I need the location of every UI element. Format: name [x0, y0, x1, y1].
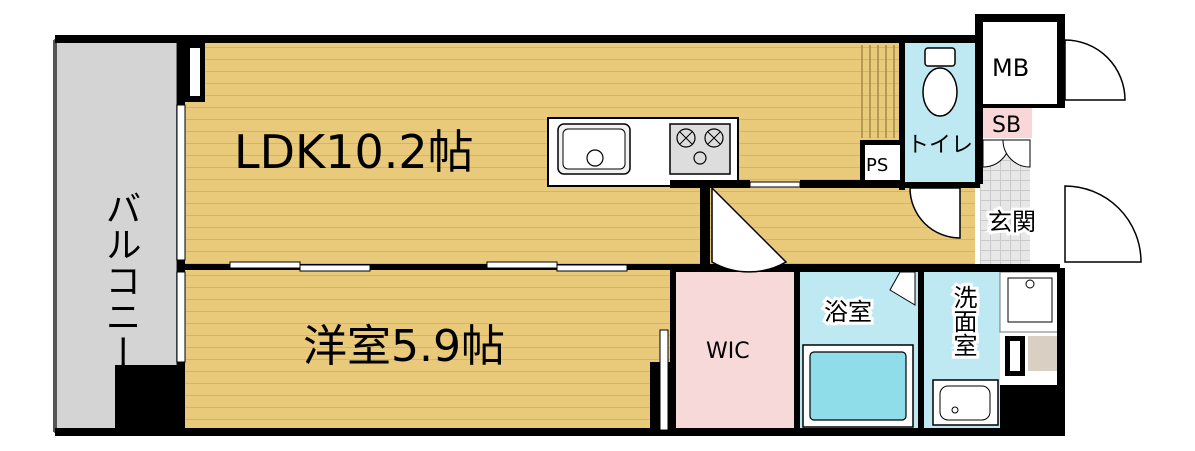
- washroom-label: 洗面室: [949, 285, 977, 357]
- toilet-label: トイレ: [907, 133, 973, 158]
- wic-floor: [676, 272, 794, 430]
- toilet-fixture: [922, 47, 958, 117]
- sb-shelf: [982, 108, 1032, 138]
- mb-box: [982, 42, 1037, 104]
- western-room-floor: [185, 270, 670, 430]
- kitchen-counter: [547, 117, 739, 188]
- wic-label: WIC: [706, 339, 750, 364]
- entrance-label: 玄関: [988, 208, 1036, 236]
- bathtub: [802, 344, 914, 428]
- ps-label: PS: [866, 155, 888, 176]
- mb-label: MB: [992, 54, 1029, 82]
- ldk-label: LDK10.2帖: [234, 125, 474, 179]
- sb-label: SB: [992, 113, 1021, 138]
- western-room-label: 洋室5.9帖: [303, 321, 505, 372]
- bath-label: 浴室: [824, 298, 872, 326]
- balcony-label: バルコニー: [100, 190, 141, 370]
- washing-machine-pan: [1007, 277, 1053, 323]
- wash-basin: [932, 379, 999, 426]
